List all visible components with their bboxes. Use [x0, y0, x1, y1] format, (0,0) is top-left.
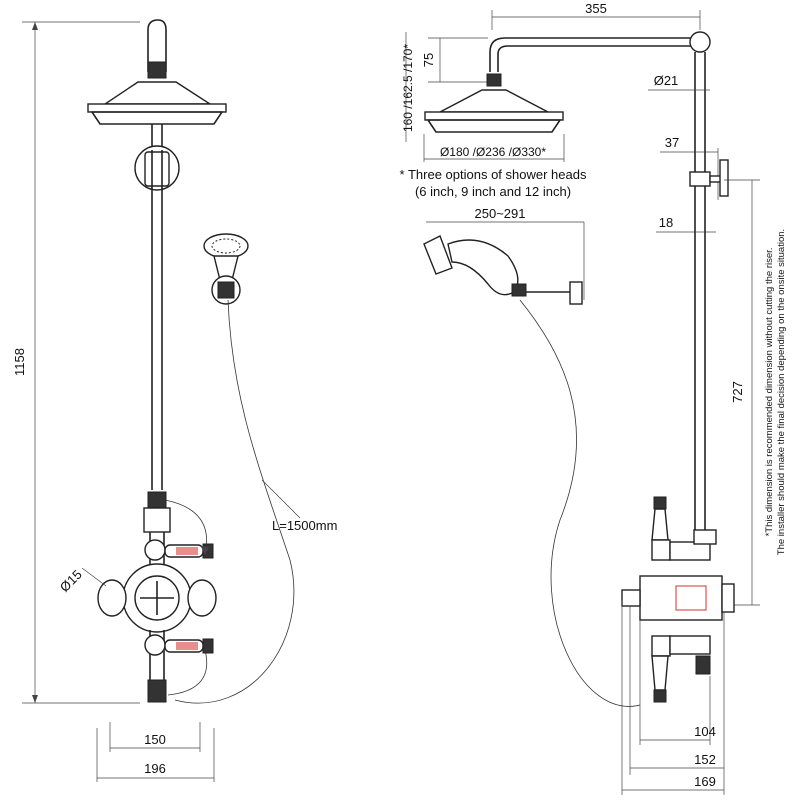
dimension-head-heights: 160 /162.5 /170* [401, 44, 415, 132]
upper-diverter-body [143, 507, 171, 533]
side-bracket-wallplate [719, 159, 729, 197]
side-shower-head-body [439, 89, 549, 113]
front-view: 1158 L=1500mm [12, 19, 337, 782]
handset-holder-clip [217, 281, 235, 299]
side-handset-head [423, 235, 453, 275]
dimension-spacing-150: 150 [144, 732, 166, 747]
rotation-arrow-icon [201, 546, 209, 555]
upper-lever-tip [202, 543, 214, 559]
arrow-up-icon [32, 22, 38, 30]
wall-bracket-clamp [144, 151, 170, 187]
shower-hose [174, 299, 295, 704]
side-lower-lever [651, 655, 669, 691]
arrow-down-icon [32, 695, 38, 703]
shower-arm-bottom [497, 45, 692, 72]
lower-lever-hub [144, 634, 166, 656]
note-riser-line2: The installer should make the final deci… [776, 229, 787, 555]
upper-rotation-arc [164, 499, 207, 556]
shower-head-rim [87, 103, 227, 113]
side-handset-cone [511, 283, 527, 297]
dimension-total-height: 1158 [12, 348, 27, 376]
note-shower-heads-line2: (6 inch, 9 inch and 12 inch) [415, 184, 571, 199]
dimension-bracket-18: 18 [659, 215, 673, 230]
shower-arm-top [489, 37, 700, 72]
upper-diverter-cap [147, 491, 167, 509]
side-valve-body [639, 575, 723, 621]
arm-nut [147, 61, 167, 79]
dimension-bracket-37: 37 [665, 135, 679, 150]
side-riser-coupler [693, 529, 717, 545]
dimension-riser-727: 727 [730, 381, 745, 403]
lower-lever-red-accent [176, 642, 198, 650]
side-view: 355 75 160 /162.5 /170* Ø180 /Ø236 /Ø330… [400, 1, 787, 795]
side-upper-lever [651, 508, 669, 541]
upper-lever-hub [144, 539, 166, 561]
shower-head-face [90, 111, 224, 125]
dimension-depth-152: 152 [694, 752, 716, 767]
outlet-nut [147, 679, 167, 703]
diameter-leader-line [81, 567, 107, 587]
side-shower-head-rim [424, 111, 564, 121]
dimension-handset-reach: 250~291 [475, 206, 526, 221]
side-lower-diverter [669, 635, 711, 655]
gooseneck-arm [147, 19, 167, 72]
dimension-projection-355: 355 [585, 1, 607, 16]
dimension-depth-169: 169 [694, 774, 716, 789]
hose-leader-line [261, 479, 301, 519]
lower-rotation-arc [167, 649, 208, 696]
note-riser-line1: *This dimension is recommended dimension… [764, 248, 775, 537]
side-shower-hose [519, 299, 641, 707]
head-connector [486, 73, 502, 87]
shower-head-body [102, 81, 213, 105]
side-lower-lever-base [651, 635, 671, 657]
side-handset-grip [447, 239, 519, 296]
side-lower-knob-cap [653, 689, 667, 703]
elbow-joint [689, 31, 711, 53]
hand-shower-spray-face [211, 238, 241, 254]
dimension-riser-diameter: Ø21 [654, 73, 679, 88]
side-upper-lever-base [651, 539, 671, 561]
side-upper-diverter [669, 541, 711, 561]
dimension-drop-75: 75 [421, 53, 436, 67]
side-holder-plate [569, 281, 583, 305]
left-inlet-plate [97, 579, 127, 617]
right-inlet-plate [187, 579, 217, 617]
dimension-width-196: 196 [144, 761, 166, 776]
dimension-diameter-15: Ø15 [57, 567, 85, 595]
side-bracket-clamp [689, 171, 711, 187]
note-shower-heads-line1: * Three options of shower heads [400, 167, 587, 182]
lower-lever-tip [202, 638, 214, 654]
dimension-depth-104: 104 [694, 724, 716, 739]
dimension-head-diameters: Ø180 /Ø236 /Ø330* [440, 145, 546, 159]
upper-lever-red-accent [176, 547, 198, 555]
side-valve-dial [621, 589, 641, 607]
side-valve-wall-plate [721, 583, 735, 613]
hand-shower-head [203, 233, 249, 259]
side-outlet-nut [695, 655, 711, 675]
side-valve-red-band [675, 585, 707, 611]
side-shower-head-face [426, 119, 562, 133]
side-upper-knob-cap [653, 496, 667, 510]
dimension-hose-length: L=1500mm [272, 518, 337, 533]
